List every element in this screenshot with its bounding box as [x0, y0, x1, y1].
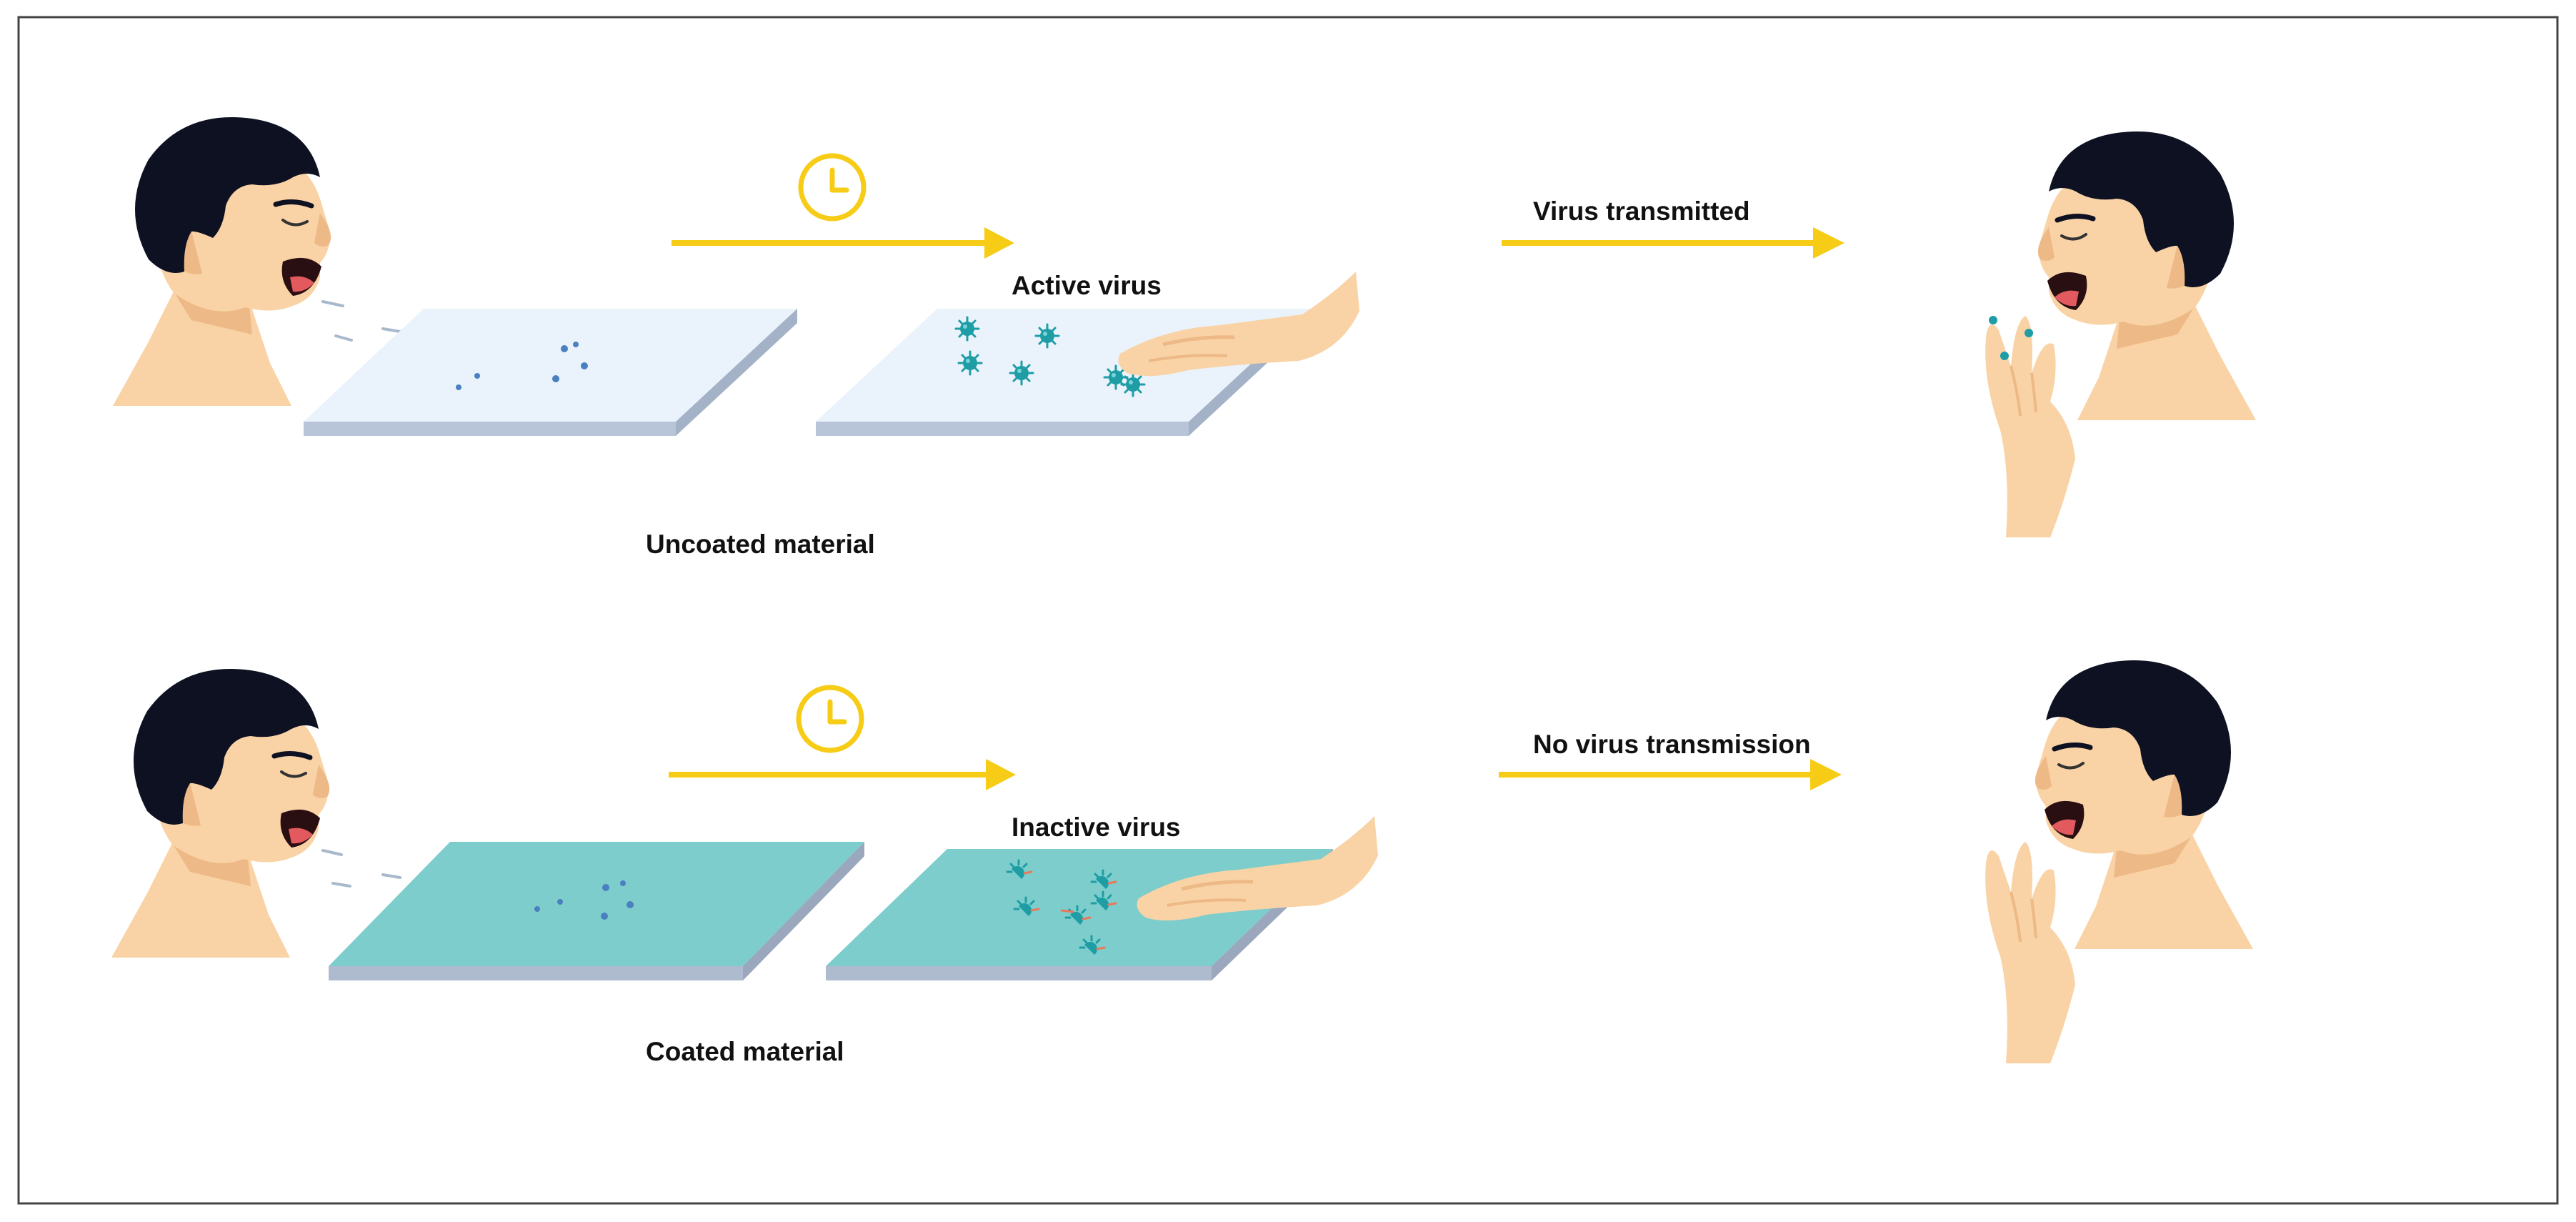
figure-frame	[17, 16, 2559, 1205]
virus-on-hand	[1989, 316, 2033, 360]
bottom-outcome-label: No virus transmission	[1533, 730, 1811, 759]
droplets	[534, 880, 634, 920]
droplets	[456, 342, 588, 390]
virus-icon	[1009, 360, 1034, 386]
coated-surface	[329, 842, 864, 980]
hand-raised-icon	[1984, 314, 2077, 539]
virus-icon	[1034, 323, 1060, 349]
bottom-material-label: Coated material	[646, 1037, 844, 1066]
hand-raised-icon	[1984, 840, 2077, 1065]
top-row: Active virus Virus transmitted Uncoated …	[113, 117, 2256, 559]
virus-icon	[954, 316, 980, 342]
outcome-arrow-head-icon	[1810, 759, 1842, 790]
uncoated-surface	[304, 309, 797, 436]
speaker-face-icon	[111, 669, 329, 958]
receiver-face-icon	[2038, 131, 2256, 420]
bottom-row: Inactive virus No virus transmission Coa…	[111, 660, 2253, 1066]
outcome-arrow-head-icon	[1813, 227, 1844, 259]
speaker-face-icon	[113, 117, 331, 406]
time-arrow-head-icon	[984, 227, 1014, 259]
virus-icon	[957, 350, 983, 376]
receiver-person	[2035, 660, 2253, 949]
virus-icon	[1120, 372, 1146, 397]
clock-icon	[799, 687, 862, 750]
time-arrow-head-icon	[986, 759, 1016, 790]
top-material-label: Uncoated material	[646, 530, 875, 559]
bottom-surface-note: Inactive virus	[1012, 813, 1181, 842]
clock-icon	[801, 156, 864, 219]
top-surface-note: Active virus	[1012, 271, 1162, 300]
inactive-virus-particles	[1006, 859, 1117, 956]
top-outcome-label: Virus transmitted	[1533, 197, 1750, 226]
receiver-person	[2038, 131, 2256, 420]
receiver-face-icon	[2035, 660, 2253, 949]
virus-fragment	[1060, 909, 1074, 913]
